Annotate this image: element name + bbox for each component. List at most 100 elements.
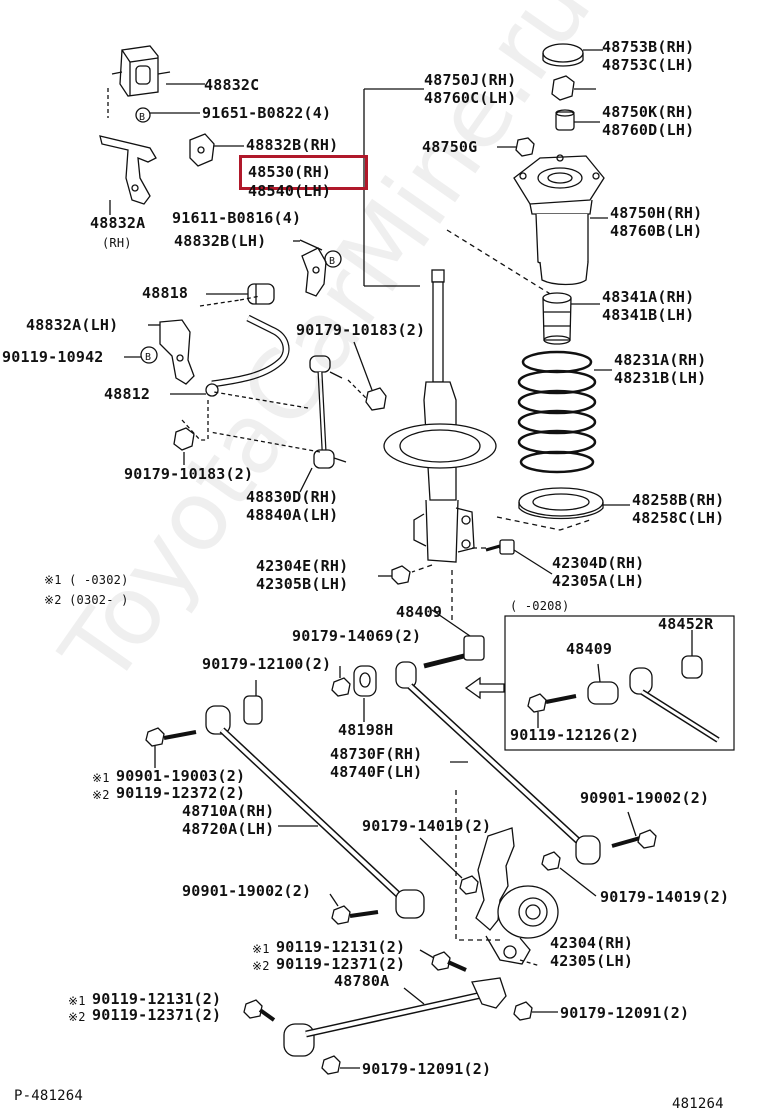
label-42304e[interactable]: 42304E(RH) <box>256 557 349 575</box>
mark-2: ※2 <box>92 788 110 802</box>
label-48452r[interactable]: 48452R <box>658 615 714 633</box>
inset-box <box>504 615 735 751</box>
nut-90179-12091-icon <box>513 1001 533 1021</box>
nut-48750g-icon <box>515 137 535 157</box>
label-42304d[interactable]: 42304D(RH) <box>552 554 645 572</box>
label-90179-10183-lower[interactable]: 90179-10183(2) <box>124 465 254 483</box>
label-90119-12126[interactable]: 90119-12126(2) <box>510 726 640 744</box>
spring-insulator-icon <box>518 487 604 520</box>
nut-48750j-icon <box>551 75 575 101</box>
label-48730f[interactable]: 48730F(RH) <box>330 745 423 763</box>
label-90119-12131-upper[interactable]: 90119-12131(2) <box>276 938 406 956</box>
label-90119-12371-lower[interactable]: 90119-12371(2) <box>92 1006 222 1024</box>
label-48832c[interactable]: 48832C <box>204 76 260 94</box>
label-48812[interactable]: 48812 <box>104 385 151 403</box>
label-90119-10942[interactable]: 90119-10942 <box>2 348 104 366</box>
label-90179-12091-lower[interactable]: 90179-12091(2) <box>362 1060 492 1078</box>
label-48198h[interactable]: 48198H <box>338 721 394 739</box>
label-inset-48409[interactable]: 48409 <box>566 640 613 658</box>
label-42305[interactable]: 42305(LH) <box>550 952 634 970</box>
note-2: ※2 (0302- ) <box>44 593 129 607</box>
label-48832b-lh[interactable]: 48832B(LH) <box>174 232 267 250</box>
nut-90179-14019-icon <box>541 851 561 871</box>
label-91611-b0816[interactable]: 91611-B0816(4) <box>172 209 302 227</box>
label-90119-12372[interactable]: 90119-12372(2) <box>116 784 246 802</box>
bolt-90119-12131-icon <box>431 951 467 972</box>
bracket-48832c-icon <box>111 45 171 97</box>
highlight-box <box>239 155 368 190</box>
label-90179-10183-upper[interactable]: 90179-10183(2) <box>296 321 426 339</box>
label-90179-12091-right[interactable]: 90179-12091(2) <box>560 1004 690 1022</box>
mark-1: ※1 <box>92 771 110 785</box>
nut-90179-10183-icon <box>365 387 387 411</box>
svg-text:B: B <box>145 352 151 363</box>
label-48231b[interactable]: 48231B(LH) <box>614 369 707 387</box>
arm-48710a-icon <box>205 695 425 919</box>
cap-48753b-icon <box>542 43 584 67</box>
label-90179-14019-right[interactable]: 90179-14019(2) <box>600 888 730 906</box>
label-48760b[interactable]: 48760B(LH) <box>610 222 703 240</box>
label-48341b[interactable]: 48341B(LH) <box>602 306 695 324</box>
nut-90179-14019-icon <box>459 875 479 895</box>
arm-48780a-icon <box>283 977 507 1057</box>
label-48832b-rh[interactable]: 48832B(RH) <box>246 136 339 154</box>
mark-2c: ※2 <box>68 1010 86 1024</box>
label-48750g[interactable]: 48750G <box>422 138 478 156</box>
note-b-icon <box>324 250 342 268</box>
label-90901-19003[interactable]: 90901-19003(2) <box>116 767 246 785</box>
label-48750h[interactable]: 48750H(RH) <box>610 204 703 222</box>
label-48750k[interactable]: 48750K(RH) <box>602 103 695 121</box>
label-48840a[interactable]: 48840A(LH) <box>246 506 339 524</box>
label-91651-b0822[interactable]: 91651-B0822(4) <box>202 104 332 122</box>
label-48780a[interactable]: 48780A <box>334 972 390 990</box>
bushing-48818-icon <box>247 283 275 305</box>
label-48760d[interactable]: 48760D(LH) <box>602 121 695 139</box>
inset-bushing-icon <box>587 681 619 705</box>
inset-date: ( -0208) <box>510 599 570 613</box>
bolt-42304d-icon <box>485 539 515 555</box>
label-90179-12100[interactable]: 90179-12100(2) <box>202 655 332 673</box>
label-48830d[interactable]: 48830D(RH) <box>246 488 339 506</box>
label-90901-19002-right[interactable]: 90901-19002(2) <box>580 789 710 807</box>
collar-48750k-icon <box>555 109 575 131</box>
label-42305b[interactable]: 42305B(LH) <box>256 575 349 593</box>
label-48740f[interactable]: 48740F(LH) <box>330 763 423 781</box>
label-48710a[interactable]: 48710A(RH) <box>182 802 275 820</box>
arrow-icon <box>464 676 505 700</box>
label-48409[interactable]: 48409 <box>396 603 443 621</box>
note-1: ※1 ( -0302) <box>44 573 129 587</box>
label-48720a[interactable]: 48720A(LH) <box>182 820 275 838</box>
label-48750j[interactable]: 48750J(RH) <box>424 71 517 89</box>
bolt-90901-19003-icon <box>145 727 197 747</box>
label-48832a-rh: (RH) <box>102 236 132 250</box>
label-48341a[interactable]: 48341A(RH) <box>602 288 695 306</box>
label-48818[interactable]: 48818 <box>142 284 189 302</box>
label-42305a[interactable]: 42305A(LH) <box>552 572 645 590</box>
label-48258b[interactable]: 48258B(RH) <box>632 491 725 509</box>
label-48753b[interactable]: 48753B(RH) <box>602 38 695 56</box>
label-90119-12371-upper[interactable]: 90119-12371(2) <box>276 955 406 973</box>
bushing-48198h-icon <box>353 665 377 697</box>
label-90119-12131-lower[interactable]: 90119-12131(2) <box>92 990 222 1008</box>
bolt-90901-19002-icon <box>331 905 379 925</box>
bolt-90901-19002-icon <box>611 829 657 849</box>
label-48832a-lh[interactable]: 48832A(LH) <box>26 316 119 334</box>
label-48258c[interactable]: 48258C(LH) <box>632 509 725 527</box>
label-48530[interactable]: 48530(RH) <box>248 163 332 181</box>
label-48832a[interactable]: 48832A <box>90 214 146 232</box>
label-90179-14019-mid[interactable]: 90179-14019(2) <box>362 817 492 835</box>
nut-90179-12091-icon <box>321 1055 341 1075</box>
label-48231a[interactable]: 48231A(RH) <box>614 351 707 369</box>
svg-text:B: B <box>329 256 335 267</box>
label-48760c[interactable]: 48760C(LH) <box>424 89 517 107</box>
mark-2b: ※2 <box>252 959 270 973</box>
label-42304[interactable]: 42304(RH) <box>550 934 634 952</box>
mark-1b: ※1 <box>252 942 270 956</box>
label-48540[interactable]: 48540(LH) <box>248 182 332 200</box>
nut-42304e-icon <box>391 565 411 585</box>
label-90901-19002-left[interactable]: 90901-19002(2) <box>182 882 312 900</box>
label-48753c[interactable]: 48753C(LH) <box>602 56 695 74</box>
label-90179-14069[interactable]: 90179-14069(2) <box>292 627 422 645</box>
